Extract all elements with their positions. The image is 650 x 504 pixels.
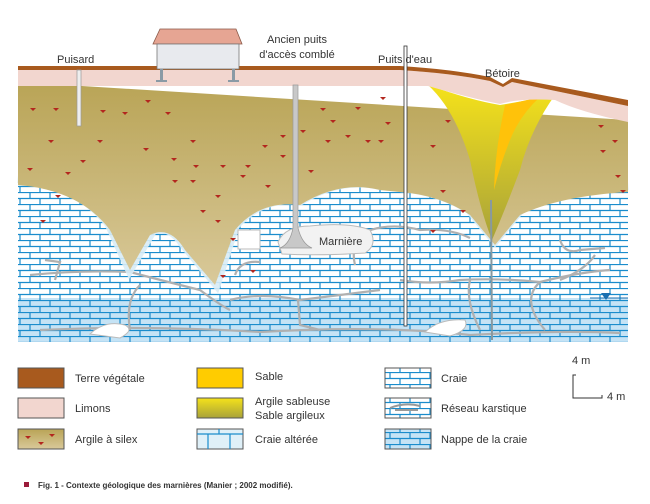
silex-marker: [190, 140, 196, 143]
silex-marker: [440, 190, 446, 193]
legend-label: Réseau karstique: [441, 403, 527, 415]
water-level-icon: [601, 293, 611, 300]
silex-marker: [190, 180, 196, 183]
silex-marker: [220, 165, 226, 168]
small-cavity: [237, 229, 261, 250]
silex-marker: [325, 140, 331, 143]
legend-label: Terre végétale: [75, 373, 145, 385]
silex-markers: [27, 97, 626, 278]
silex-marker: [143, 148, 149, 151]
silex-marker: [30, 108, 36, 111]
silex-marker: [215, 195, 221, 198]
silex-marker: [55, 195, 61, 198]
label-betoire: Bétoire: [485, 68, 520, 80]
figure-caption: Fig. 1 - Contexte géologique des marnièr…: [38, 481, 293, 490]
silex-marker: [245, 165, 251, 168]
legend: Terre végétale Limons Argile à silex Sab…: [17, 367, 527, 450]
puisard-pipe: [76, 69, 82, 127]
silex-marker: [615, 175, 621, 178]
silex-marker: [165, 112, 171, 115]
silex-marker: [200, 210, 206, 213]
silex-marker: [215, 220, 221, 223]
legend-label: Nappe de la craie: [441, 434, 527, 446]
silex-marker: [355, 107, 361, 110]
silex-marker: [385, 122, 391, 125]
legend-label: Sable: [255, 371, 283, 383]
label-puisard: Puisard: [57, 54, 94, 66]
label-marniere: Marnière: [319, 236, 362, 248]
label-ancien-puits: Ancien puits: [267, 34, 327, 46]
legend-swatch-terre-vegetale: [17, 367, 65, 389]
silex-marker: [280, 135, 286, 138]
cavity: [88, 323, 130, 339]
legend-label: Craie: [441, 373, 467, 385]
silex-marker: [320, 108, 326, 111]
silex-marker: [430, 230, 436, 233]
legend-swatch-argile-sableuse: [196, 397, 244, 419]
silex-marker: [122, 112, 128, 115]
legend-label: Argile à silex: [75, 434, 138, 446]
legend-swatch-reseau-karstique: [384, 397, 432, 419]
silex-marker: [220, 275, 226, 278]
silex-marker: [145, 100, 151, 103]
legend-swatch-limons: [17, 397, 65, 419]
silex-marker: [240, 175, 246, 178]
silex-marker: [612, 140, 618, 143]
legend-swatch-argile-silex: [17, 428, 65, 450]
silex-marker: [230, 238, 236, 241]
silex-marker: [380, 97, 386, 100]
silex-marker: [365, 140, 371, 143]
silex-marker: [171, 158, 177, 161]
silex-marker: [97, 140, 103, 143]
silex-marker: [265, 185, 271, 188]
puits-eau-pipe: [403, 45, 408, 327]
silex-marker: [280, 155, 286, 158]
silex-marker: [308, 170, 314, 173]
legend-label: Limons: [75, 403, 111, 415]
silex-marker: [600, 150, 606, 153]
label-ancien-puits-2: d'accès comblé: [259, 49, 334, 61]
legend-swatch-nappe: [384, 428, 432, 450]
scale-bar: 4 m 4 m: [572, 355, 625, 403]
silex-marker: [430, 145, 436, 148]
legend-label: Argile sableuse: [255, 396, 330, 408]
silex-marker: [53, 108, 59, 111]
silex-marker: [300, 130, 306, 133]
caption-marker: [24, 482, 29, 487]
house: [152, 28, 243, 82]
silex-marker: [100, 110, 106, 113]
silex-marker: [250, 270, 256, 273]
silex-marker: [80, 160, 86, 163]
legend-label: Craie altérée: [255, 434, 318, 446]
silex-marker: [172, 180, 178, 183]
silex-marker: [598, 125, 604, 128]
silex-marker: [378, 140, 384, 143]
terre-vegetale-layer: [18, 66, 628, 106]
silex-marker: [262, 145, 268, 148]
karst-network: [29, 225, 621, 337]
argile-sableuse-funnel: [428, 85, 555, 240]
silex-marker: [345, 135, 351, 138]
legend-swatch-craie-alteree: [196, 428, 244, 450]
legend-label: Sable argileux: [255, 410, 325, 422]
silex-marker: [27, 168, 33, 171]
limons-layer: [18, 70, 628, 122]
silex-marker: [620, 190, 626, 193]
legend-swatch-sable: [196, 367, 244, 389]
silex-marker: [65, 172, 71, 175]
silex-marker: [40, 220, 46, 223]
silex-marker: [48, 140, 54, 143]
silex-marker: [445, 120, 451, 123]
scale-vertical-label: 4 m: [572, 355, 590, 367]
label-puits-eau: Puits d'eau: [378, 54, 432, 66]
silex-marker: [330, 120, 336, 123]
cavity: [423, 319, 467, 337]
ancien-puits-shaft: [279, 84, 313, 249]
scale-horizontal-label: 4 m: [607, 391, 625, 403]
legend-swatch-craie: [384, 367, 432, 389]
sable-vein: [494, 97, 540, 190]
silex-marker: [193, 165, 199, 168]
silex-marker: [460, 210, 466, 213]
